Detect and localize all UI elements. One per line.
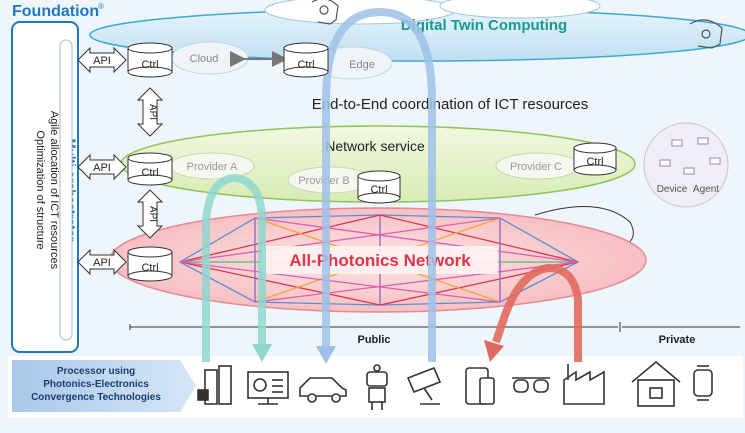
api-label-vertical-upper: API (147, 104, 158, 120)
teal-arrow (202, 173, 266, 362)
server-icon (197, 365, 232, 405)
api-vertical-arrow-lower: API (136, 189, 164, 239)
ctrl-cylinder-network: Ctrl (127, 152, 173, 186)
teal-arrowhead (252, 344, 272, 362)
photonics-mesh (178, 214, 580, 306)
processor-banner (12, 360, 196, 412)
ctrl-cylinder-provider-c: Ctrl (573, 142, 617, 176)
processor-line1: Processor using (57, 366, 135, 377)
api-label-network: API (93, 162, 111, 174)
twin-top-cloud-2 (439, 0, 601, 19)
provider-c-label: Provider C (510, 161, 562, 173)
agent-label: Agent (693, 184, 719, 195)
orchestrator-line1: Agile allocation of ICT resources (48, 111, 60, 270)
ctrl-cylinder-edge: Ctrl (283, 42, 329, 78)
registered-mark: ® (98, 2, 104, 11)
ctrl-label-edge: Ctrl (297, 59, 314, 71)
twin-head-icon (689, 19, 723, 49)
api-label-photonics: API (93, 257, 111, 269)
factory-icon (563, 364, 605, 405)
foundation-title: Foundation (12, 3, 99, 20)
house-icon (631, 360, 681, 407)
robot-icon (366, 364, 388, 410)
api-label-twin: API (93, 55, 111, 67)
ctrl-cylinder-photonics: Ctrl (127, 246, 173, 282)
orchestrator-line2: Optimization of structure (34, 130, 46, 249)
private-label: Private (659, 334, 696, 346)
ctrl-label-network: Ctrl (141, 167, 158, 179)
photonics-loop (534, 206, 634, 249)
blue-arrowhead (316, 346, 336, 364)
network-service-title: Network service (325, 138, 425, 154)
red-arrow (492, 263, 582, 362)
coordination-title: End-to-End coordination of ICT resources (312, 96, 589, 113)
api-arrow-photonics: API (77, 248, 127, 276)
processor-line3: Convergence Technologies (31, 392, 161, 403)
public-label: Public (357, 334, 390, 346)
ctrl-label-photonics: Ctrl (141, 262, 158, 274)
photonics-title-backdrop (262, 246, 498, 274)
api-vertical-arrow-upper: API (136, 87, 164, 137)
orchestrator-inner-bar (59, 39, 73, 341)
edge-label: Edge (349, 59, 375, 71)
api-label-vertical-lower: API (147, 206, 158, 222)
node-graph-icon (659, 137, 721, 175)
tablet-phone-icon (465, 367, 495, 405)
cloud-label: Cloud (190, 53, 219, 65)
processor-line2: Photonics-Electronics (43, 379, 149, 390)
ctrl-cylinder-provider-b: Ctrl (357, 170, 401, 204)
photonics-title: All-Photonics Network (289, 251, 471, 270)
car-icon (299, 377, 347, 403)
ctrl-cylinder-twin: Ctrl (127, 42, 173, 78)
red-arrowhead (484, 340, 504, 362)
digital-twin-title: Digital Twin Computing (401, 17, 567, 34)
device-label: Device (657, 184, 688, 195)
api-arrow-network: API (77, 153, 127, 181)
ctrl-label-twin: Ctrl (141, 59, 158, 71)
human-head-icon (311, 0, 339, 25)
watch-icon (693, 365, 713, 401)
api-arrow-twin: API (77, 46, 127, 74)
ctrl-label-provider-c: Ctrl (586, 156, 603, 168)
provider-a-label: Provider A (187, 161, 238, 173)
glasses-icon (512, 377, 550, 393)
blue-arrow (322, 7, 436, 362)
ctrl-label-provider-b: Ctrl (370, 184, 387, 196)
camera-icon (406, 366, 442, 405)
monitor-chart-icon (247, 371, 289, 405)
